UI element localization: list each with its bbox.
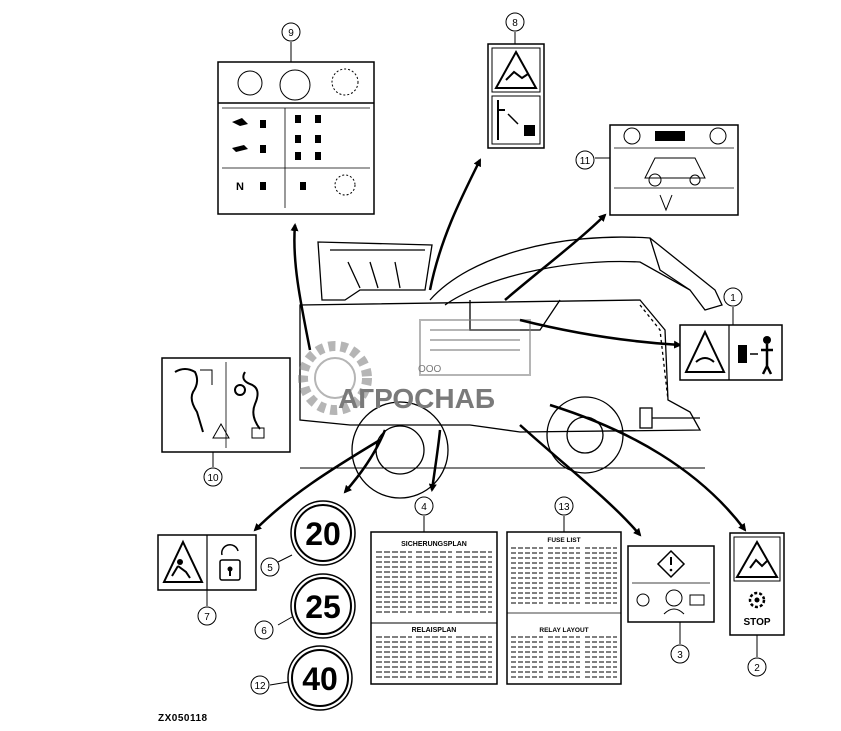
callout-12-label: 12 bbox=[254, 681, 266, 692]
watermark-brand: АГРОСНАБ bbox=[338, 383, 495, 414]
decal-9-neutral: N bbox=[236, 181, 244, 193]
speed-sign-40 bbox=[287, 645, 353, 711]
callout-3 bbox=[670, 644, 690, 664]
decal-3 bbox=[627, 545, 715, 623]
callout-5-label: 5 bbox=[267, 563, 273, 574]
decal-13-title-1: FUSE LIST bbox=[547, 537, 580, 544]
decal-2 bbox=[729, 532, 785, 636]
callout-8 bbox=[505, 12, 525, 32]
decal-11 bbox=[609, 124, 739, 216]
callout-4-label: 4 bbox=[421, 502, 427, 513]
arrow-to-2 bbox=[549, 403, 747, 532]
speed-40-label: 40 bbox=[302, 661, 338, 697]
watermark bbox=[298, 319, 531, 415]
callout-10 bbox=[203, 467, 223, 487]
callout-7-label: 7 bbox=[204, 612, 210, 623]
figure-code: ZX050118 bbox=[158, 713, 208, 724]
callout-11 bbox=[575, 150, 595, 170]
decal-4-title-2: RELAISPLAN bbox=[412, 627, 457, 634]
rear-wheel bbox=[546, 396, 624, 474]
arrow-to-11 bbox=[504, 213, 607, 301]
decal-13 bbox=[506, 531, 622, 685]
arrow-to-9 bbox=[290, 223, 312, 351]
callout-4 bbox=[414, 496, 434, 516]
decal-8 bbox=[487, 43, 545, 149]
body bbox=[299, 299, 702, 433]
decal-10 bbox=[161, 357, 291, 453]
callout-6-label: 6 bbox=[261, 626, 267, 637]
callout-6 bbox=[254, 620, 274, 640]
callout-2 bbox=[747, 657, 767, 677]
callout-9 bbox=[281, 22, 301, 42]
callout-11-label: 11 bbox=[580, 156, 591, 167]
speed-sign-20 bbox=[290, 500, 356, 566]
speed-25-label: 25 bbox=[305, 589, 341, 625]
decal-7 bbox=[157, 534, 257, 591]
decal-13-title-2: RELAY LAYOUT bbox=[539, 627, 588, 634]
front-wheel bbox=[351, 401, 449, 499]
callout-1 bbox=[723, 287, 743, 307]
callout-10-label: 10 bbox=[207, 473, 219, 484]
callout-5 bbox=[260, 557, 280, 577]
watermark-small: ООО bbox=[418, 364, 442, 375]
arrow-to-3 bbox=[519, 424, 642, 537]
speed-sign-25 bbox=[290, 573, 356, 639]
decal-9 bbox=[217, 61, 375, 215]
arrow-to-4 bbox=[428, 429, 442, 492]
callout-2-label: 2 bbox=[754, 663, 760, 674]
callout-1-label: 1 bbox=[730, 293, 736, 304]
speed-20-label: 20 bbox=[305, 516, 341, 552]
callout-13 bbox=[554, 496, 574, 516]
callout-9-label: 9 bbox=[288, 28, 294, 39]
callout-8-label: 8 bbox=[512, 18, 518, 29]
decal-4-title-1: SICHERUNGSPLAN bbox=[401, 541, 467, 548]
callout-leaders bbox=[206, 32, 758, 686]
decal-2-stop: STOP bbox=[743, 617, 770, 628]
decal-4 bbox=[370, 531, 498, 685]
arrow-to-8 bbox=[428, 158, 482, 291]
spout bbox=[429, 236, 723, 311]
callout-13-label: 13 bbox=[558, 502, 570, 513]
callout-12 bbox=[250, 675, 270, 695]
arrow-to-1 bbox=[519, 318, 682, 349]
callout-7 bbox=[197, 606, 217, 626]
callout-3-label: 3 bbox=[677, 650, 683, 661]
arrow-to-5 bbox=[343, 429, 387, 494]
cab bbox=[317, 241, 433, 301]
pointer-arrows bbox=[253, 158, 747, 537]
arrow-to-7 bbox=[253, 438, 381, 532]
forage-harvester-illustration bbox=[299, 236, 723, 499]
decal-1 bbox=[679, 324, 783, 381]
